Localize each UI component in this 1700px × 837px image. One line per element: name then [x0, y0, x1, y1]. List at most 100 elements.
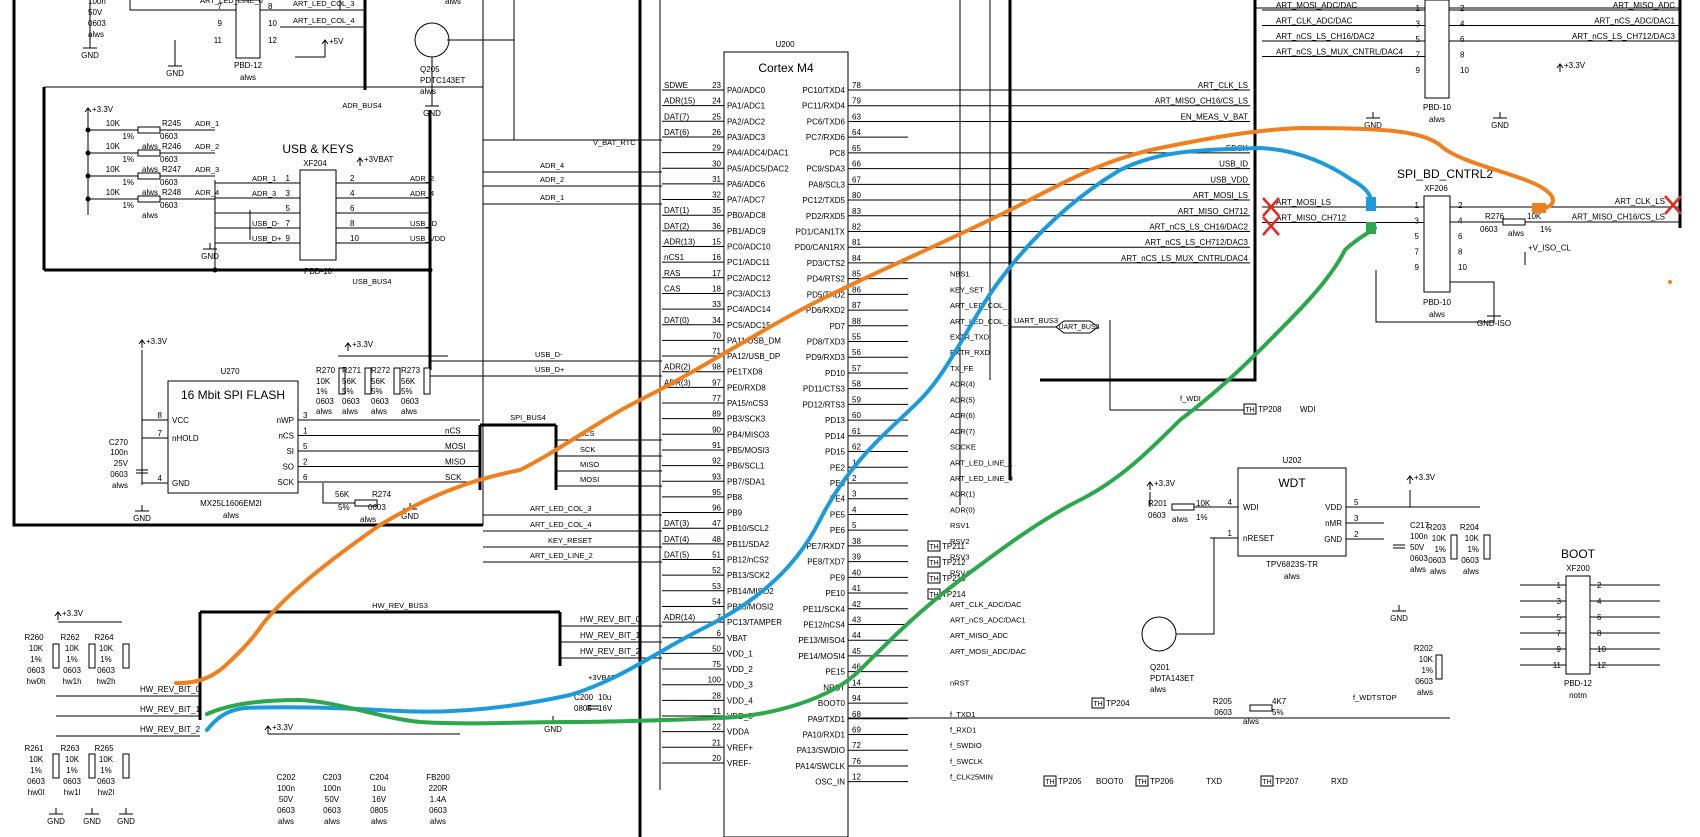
pbd-net: ART_nCS_ADC/DAC1 — [1594, 17, 1675, 26]
mcu-pin-name: PD13 — [825, 416, 846, 425]
mcu-side-label: +3VBAT — [588, 673, 616, 682]
pwr-pkg: 0603 — [277, 806, 295, 815]
mcu-left-net: ADR(3) — [664, 378, 691, 387]
mcu-pin-name: VDD_1 — [727, 649, 753, 658]
mcu-pin-name: PC12/TXD5 — [802, 196, 845, 205]
supply-label: +3.3V — [1154, 479, 1176, 488]
res-net: ADR_2 — [195, 142, 219, 151]
mcu-pin-num: 32 — [712, 191, 721, 200]
spi-bd-num: 5 — [1415, 232, 1420, 241]
mcu-left-net: ADR(13) — [664, 238, 695, 247]
green-endpoint — [1366, 222, 1376, 234]
mcu-pin-num: 29 — [712, 144, 721, 153]
flash-pin-name: nWP — [277, 416, 294, 425]
mcu-side-label: HW_REV_BIT_0 — [580, 615, 641, 624]
flash-res-ref: R271 — [342, 366, 362, 375]
mcu-pin-num: 64 — [852, 128, 861, 137]
test-point — [1135, 775, 1149, 787]
mcu-right-net: f_SWDIO — [950, 741, 982, 750]
usb-key-net: ADR_2 — [410, 174, 434, 183]
annotation-overlay — [174, 126, 1682, 732]
mcu-pin-name: PC1/ADC11 — [727, 258, 771, 267]
res-tol: 1% — [122, 201, 134, 210]
wdt-res-tol: 1% — [1467, 545, 1479, 554]
boot-num: 5 — [1557, 613, 1562, 622]
resistor-v — [52, 643, 60, 669]
res-ref: R248 — [162, 188, 182, 197]
mcu-pin-num: 60 — [852, 411, 861, 420]
mcu-pin-name: PC6/TXD6 — [807, 117, 846, 126]
conn-pin: 10 — [268, 19, 277, 28]
mcu-pin-num: 94 — [852, 694, 861, 703]
hw-res-val: 10K — [29, 755, 44, 764]
mcu-pin-name: PB4/MISO3 — [727, 430, 770, 439]
mcu-pin-name: PA15/nCS3 — [727, 399, 769, 408]
hw-res-tol: 1% — [66, 766, 78, 775]
mcu-pin-name: PD3/CTS2 — [807, 259, 846, 268]
mcu-pin-name: PE5 — [830, 510, 846, 519]
mcu-right-net: ART_CLK_ADC/DAC — [950, 600, 1022, 609]
mcu-pin-num: 46 — [852, 663, 861, 672]
resistor-v — [1483, 534, 1491, 560]
flash-body — [167, 380, 299, 494]
c217-var: alws — [1410, 565, 1426, 574]
mcu-pin-num: 42 — [852, 600, 861, 609]
boot-num: 10 — [1597, 645, 1606, 654]
mcu-right-net: ART_LED_LINE_1 — [950, 458, 1013, 467]
tp-ref: TP204 — [1106, 699, 1130, 708]
spi-bd-num: 4 — [1458, 217, 1463, 226]
spi-bd-var: alws — [1429, 310, 1445, 319]
mcu-right-net: RSV4 — [950, 568, 970, 577]
mcu-pin-name: PC3/ADC13 — [727, 289, 771, 298]
mcu-pin-num: 43 — [852, 615, 861, 624]
r201-val: 10K — [1196, 499, 1211, 508]
test-point — [927, 540, 941, 552]
mcu-pin-num: 52 — [712, 566, 721, 575]
flash-res-tol: 5% — [401, 387, 413, 396]
mcu-pin-name: PE9 — [830, 573, 846, 582]
res-val: 10K — [106, 188, 121, 197]
mcu-right-net: ART_MISO_CH712 — [1178, 207, 1249, 216]
resistor-v — [338, 367, 346, 395]
wdt-title: WDT — [1278, 476, 1306, 490]
left-block-bus — [12, 0, 483, 527]
usb-keys-ref: XF204 — [303, 159, 327, 168]
mcu-right-net: RSV2 — [950, 537, 970, 546]
wdt-res-ref: R204 — [1460, 523, 1480, 532]
mcu-pin-num: 54 — [712, 597, 721, 606]
pbd-net: ART_nCS_LS_CH712/DAC3 — [1572, 32, 1676, 41]
mcu-pin-num: 90 — [712, 425, 721, 434]
mcu-pin-name: VDD_3 — [727, 681, 753, 690]
mcu-pin-name: PE2 — [830, 463, 846, 472]
mcu-right-net: ART_nCS_ADC/DAC1 — [950, 615, 1026, 624]
mcu-pin-name: PB8 — [727, 493, 743, 502]
r276-val: 10K — [1527, 212, 1542, 221]
mcu-pin-name: PD4/RTS2 — [807, 275, 846, 284]
res-pkg: 0603 — [160, 155, 178, 164]
resistor-v — [364, 367, 372, 395]
tp-ref: TP205 — [1058, 777, 1082, 786]
tp-ref: TP208 — [1258, 405, 1282, 414]
tp-ref: TP206 — [1150, 777, 1174, 786]
hw-res-val: 10K — [29, 644, 44, 653]
tp-th: TH — [1262, 779, 1271, 786]
mcu-name: Cortex M4 — [758, 61, 814, 75]
mcu-pin-num: 11 — [713, 707, 722, 716]
flash-res-ref: R272 — [371, 366, 391, 375]
mcu-pin-num: 91 — [712, 441, 721, 450]
mcu-pin-num: 40 — [852, 568, 861, 577]
supply-label: +3.3V — [1564, 61, 1586, 70]
cap-volt: 50V — [88, 8, 103, 17]
flash-net: nCS — [445, 427, 461, 436]
mcu-left-net: CAS — [664, 284, 680, 293]
mcu-pin-name: PC4/ADC14 — [727, 305, 771, 314]
wdt-pin-name: VDD — [1325, 503, 1342, 512]
pbd-top-right-body — [1424, 0, 1450, 99]
pbd-num: 8 — [1460, 51, 1465, 60]
mcu-pin-name: VBAT — [727, 634, 747, 643]
flash-res-pkg: 0603 — [401, 397, 419, 406]
supply-label: +3.3V — [272, 723, 294, 732]
mcu-pin-name: PB6/SCL1 — [727, 462, 765, 471]
flash-res-var: alws — [316, 407, 332, 416]
mcu-pin-num: 15 — [712, 238, 721, 247]
